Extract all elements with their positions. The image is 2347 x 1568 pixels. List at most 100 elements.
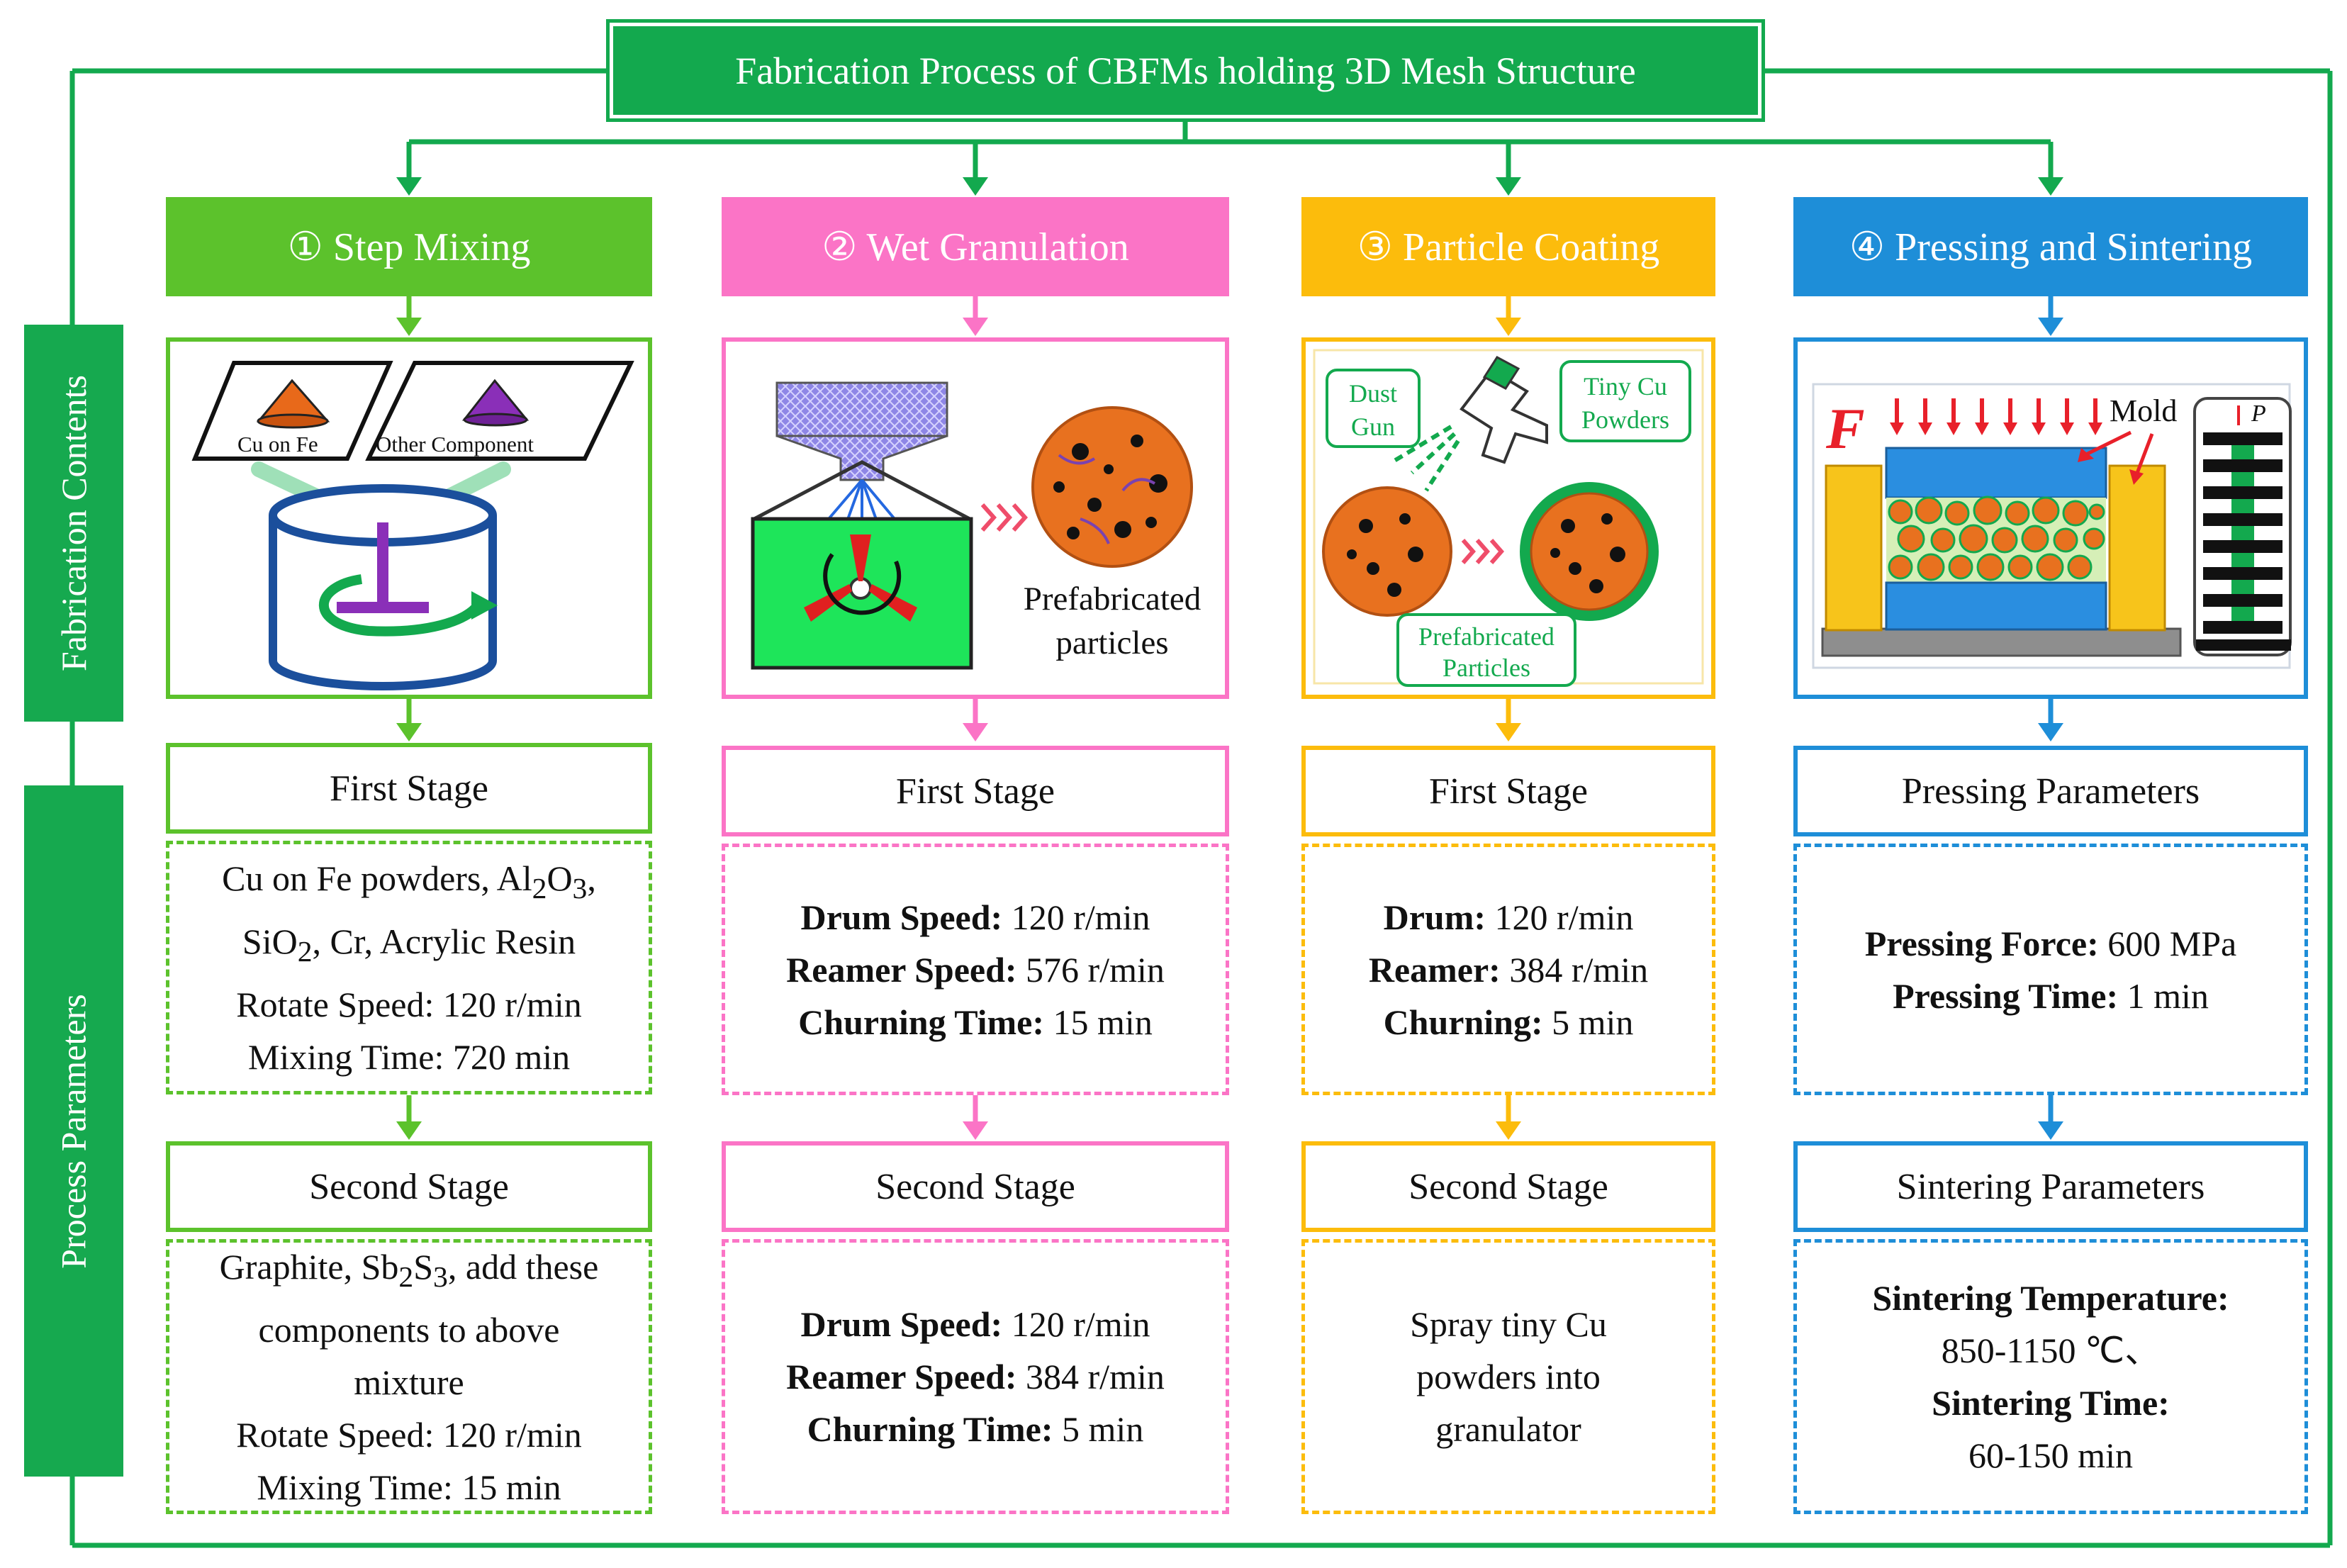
params-granulation-first: Drum Speed: 120 r/min Reamer Speed: 576 …: [722, 844, 1229, 1095]
uncoated-inclusions: [1347, 513, 1423, 597]
compact-particles: [1888, 495, 2105, 581]
illustration-step-mixing: Cu on Fe Other Component: [166, 337, 652, 699]
dust-gun-label-line2: Gun: [1351, 413, 1395, 441]
coating-chevrons: [1461, 539, 1504, 564]
side-label-fabrication-contents-text: Fabrication Contents: [54, 375, 94, 671]
spray-jets: [827, 478, 896, 525]
prefabricated-particles-callout: [1396, 613, 1576, 687]
param-line: Pressing Force: 600 MPa: [1864, 923, 2237, 963]
param-line: Rotate Speed: 120 r/min: [236, 985, 582, 1024]
param-line: Mixing Time: 720 min: [247, 1037, 571, 1077]
param-line: 60-150 min: [1968, 1435, 2133, 1475]
tiny-cu-callout: [1559, 360, 1691, 442]
prefabricated-label-line1: Prefabricated: [1024, 581, 1201, 617]
params-sintering: Sintering Temperature: 850-1150 ℃、 Sinte…: [1793, 1239, 2308, 1514]
stage-arrowhead: [2038, 318, 2063, 336]
param-line: Drum Speed: 120 r/min: [800, 897, 1150, 937]
dust-gun-powder-cup: [1482, 356, 1520, 390]
header-step-mixing: ① Step Mixing: [166, 197, 652, 296]
header-arrowhead: [963, 177, 988, 196]
param-line: Spray tiny Cu: [1410, 1304, 1607, 1344]
mold-pointer-arrows: [2078, 430, 2154, 485]
mixer-illustration: Cu on Fe Other Component: [191, 361, 634, 690]
param-line: Sintering Temperature:: [1872, 1278, 2229, 1318]
params-mixing-second: Graphite, Sb2S3, add these components to…: [166, 1239, 652, 1514]
side-label-process-parameters: Process Parameters: [24, 785, 123, 1477]
side-label-fabrication-contents: Fabrication Contents: [24, 325, 123, 722]
flow-chevrons: [980, 503, 1029, 532]
stage-arrowhead: [2038, 1121, 2063, 1140]
stage-arrowhead: [963, 1121, 988, 1140]
other-component-label: Other Component: [376, 432, 534, 457]
mold-wall-right: [2108, 464, 2166, 632]
param-line: Reamer Speed: 576 r/min: [786, 949, 1165, 990]
stage-arrowhead: [2038, 723, 2063, 741]
param-line: components to above: [258, 1309, 560, 1350]
upper-punch: [1885, 447, 2107, 499]
param-line: Graphite, Sb2S3, add these: [219, 1246, 599, 1294]
cu-on-fe-cone-base: [257, 413, 329, 429]
stage-box-coating-second: Second Stage: [1301, 1141, 1715, 1232]
dust-gun-icon: [1460, 368, 1548, 464]
stage-box-pressing-parameters: Pressing Parameters: [1793, 746, 2308, 836]
stage-arrowhead: [396, 318, 422, 336]
press-illustration: F Mold P: [1812, 383, 2292, 669]
param-line: Drum Speed: 120 r/min: [800, 1304, 1150, 1344]
side-label-process-parameters-text: Process Parameters: [54, 993, 94, 1269]
prefabricated-label-line2: particles: [1055, 625, 1168, 661]
rotation-arrow-head: [471, 591, 498, 620]
dust-gun-label-line1: Dust: [1349, 379, 1397, 408]
param-line: mixture: [354, 1362, 464, 1402]
impeller-rotation: [823, 553, 902, 615]
press-base: [1821, 627, 2182, 657]
gauge-stack: [2196, 432, 2291, 651]
coated-inclusions: [1550, 513, 1625, 593]
param-line: Rotate Speed: 120 r/min: [236, 1414, 582, 1455]
stage-box-granulation-second: Second Stage: [722, 1141, 1229, 1232]
diagram-title: Fabrication Process of CBFMs holding 3D …: [606, 19, 1765, 122]
param-line: Mixing Time: 15 min: [257, 1467, 561, 1507]
rotation-arrow: [319, 574, 483, 637]
stage-box-mixing-first: First Stage: [166, 743, 652, 834]
param-line: Pressing Time: 1 min: [1893, 975, 2209, 1016]
header-particle-coating: ③ Particle Coating: [1301, 197, 1715, 296]
stage-box-granulation-first: First Stage: [722, 746, 1229, 836]
stage-arrowhead: [396, 1121, 422, 1140]
force-arrows: [1890, 398, 2102, 435]
illustration-particle-coating: Dust Gun Tiny Cu Powders: [1301, 337, 1715, 699]
params-granulation-second: Drum Speed: 120 r/min Reamer Speed: 384 …: [722, 1239, 1229, 1514]
spray-hopper: [775, 381, 948, 437]
lower-punch: [1885, 581, 2107, 631]
param-line: Sintering Time:: [1932, 1383, 2170, 1423]
uncoated-particle: [1322, 486, 1452, 617]
stage-box-mixing-second: Second Stage: [166, 1141, 652, 1232]
other-component-cone-base: [463, 413, 528, 427]
param-line: Churning Time: 5 min: [807, 1409, 1144, 1449]
header-pressing-sintering: ④ Pressing and Sintering: [1793, 197, 2308, 296]
prefabricated-particles-label-line2: Particles: [1443, 654, 1530, 682]
coating-illustration: Dust Gun Tiny Cu Powders: [1313, 349, 1704, 687]
illustration-wet-granulation: Prefabricated particles: [722, 337, 1229, 699]
params-mixing-first: Cu on Fe powders, Al2O3, SiO2, Cr, Acryl…: [166, 841, 652, 1094]
header-wet-granulation: ② Wet Granulation: [722, 197, 1229, 296]
param-line: SiO2, Cr, Acrylic Resin: [242, 922, 576, 968]
header-arrowhead: [396, 177, 422, 196]
param-line: granulator: [1435, 1409, 1581, 1449]
param-line: Drum: 120 r/min: [1383, 897, 1634, 937]
coated-particle-core: [1530, 492, 1649, 611]
param-line: Reamer: 384 r/min: [1368, 949, 1649, 990]
granulator-illustration: Prefabricated particles: [751, 381, 1201, 670]
param-line: Churning: 5 min: [1383, 1002, 1634, 1042]
header-arrowhead: [2038, 177, 2063, 196]
prefabricated-particles-label-line1: Prefabricated: [1418, 622, 1555, 651]
impeller-hub: [849, 577, 872, 600]
stage-arrowhead: [396, 723, 422, 741]
stage-arrowhead: [963, 723, 988, 741]
mold-label: Mold: [2110, 393, 2177, 428]
params-pressing: Pressing Force: 600 MPa Pressing Time: 1…: [1793, 844, 2308, 1095]
params-coating-first: Drum: 120 r/min Reamer: 384 r/min Churni…: [1301, 844, 1715, 1095]
stage-arrowhead: [1496, 1121, 1521, 1140]
header-arrowhead: [1496, 177, 1521, 196]
